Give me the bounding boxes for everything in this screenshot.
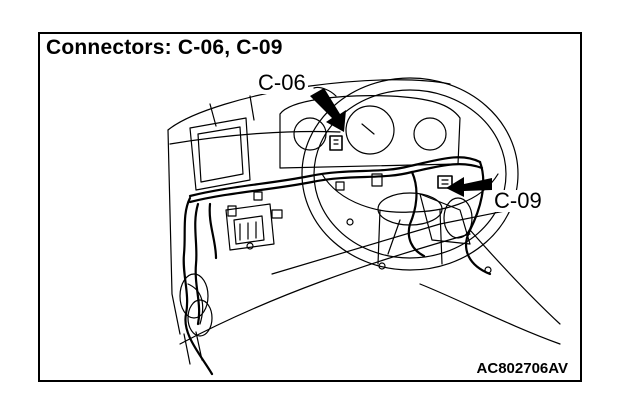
diagram-title: Connectors: C-06, C-09 (46, 36, 283, 59)
c06-leader-line (313, 86, 337, 97)
callout-c09-label: C-09 (492, 188, 544, 213)
steering-wheel (301, 77, 519, 271)
dashboard-wiring-illustration (167, 77, 561, 376)
side-panel (189, 117, 251, 191)
diagram-frame: Connectors: C-06, C-09 C-06 C-09 AC80270… (38, 32, 582, 382)
connector-c06 (329, 135, 343, 151)
harness-clips (227, 173, 492, 274)
steering-column (387, 193, 473, 255)
figure-code: AC802706AV (476, 360, 568, 377)
connector-c09 (437, 175, 453, 189)
c06-arrow-icon (310, 88, 346, 132)
callout-c06-label: C-06 (256, 70, 308, 95)
lower-left-connector-cluster (179, 203, 275, 365)
callout-arrows (310, 88, 492, 197)
c09-arrow-icon (446, 177, 492, 197)
